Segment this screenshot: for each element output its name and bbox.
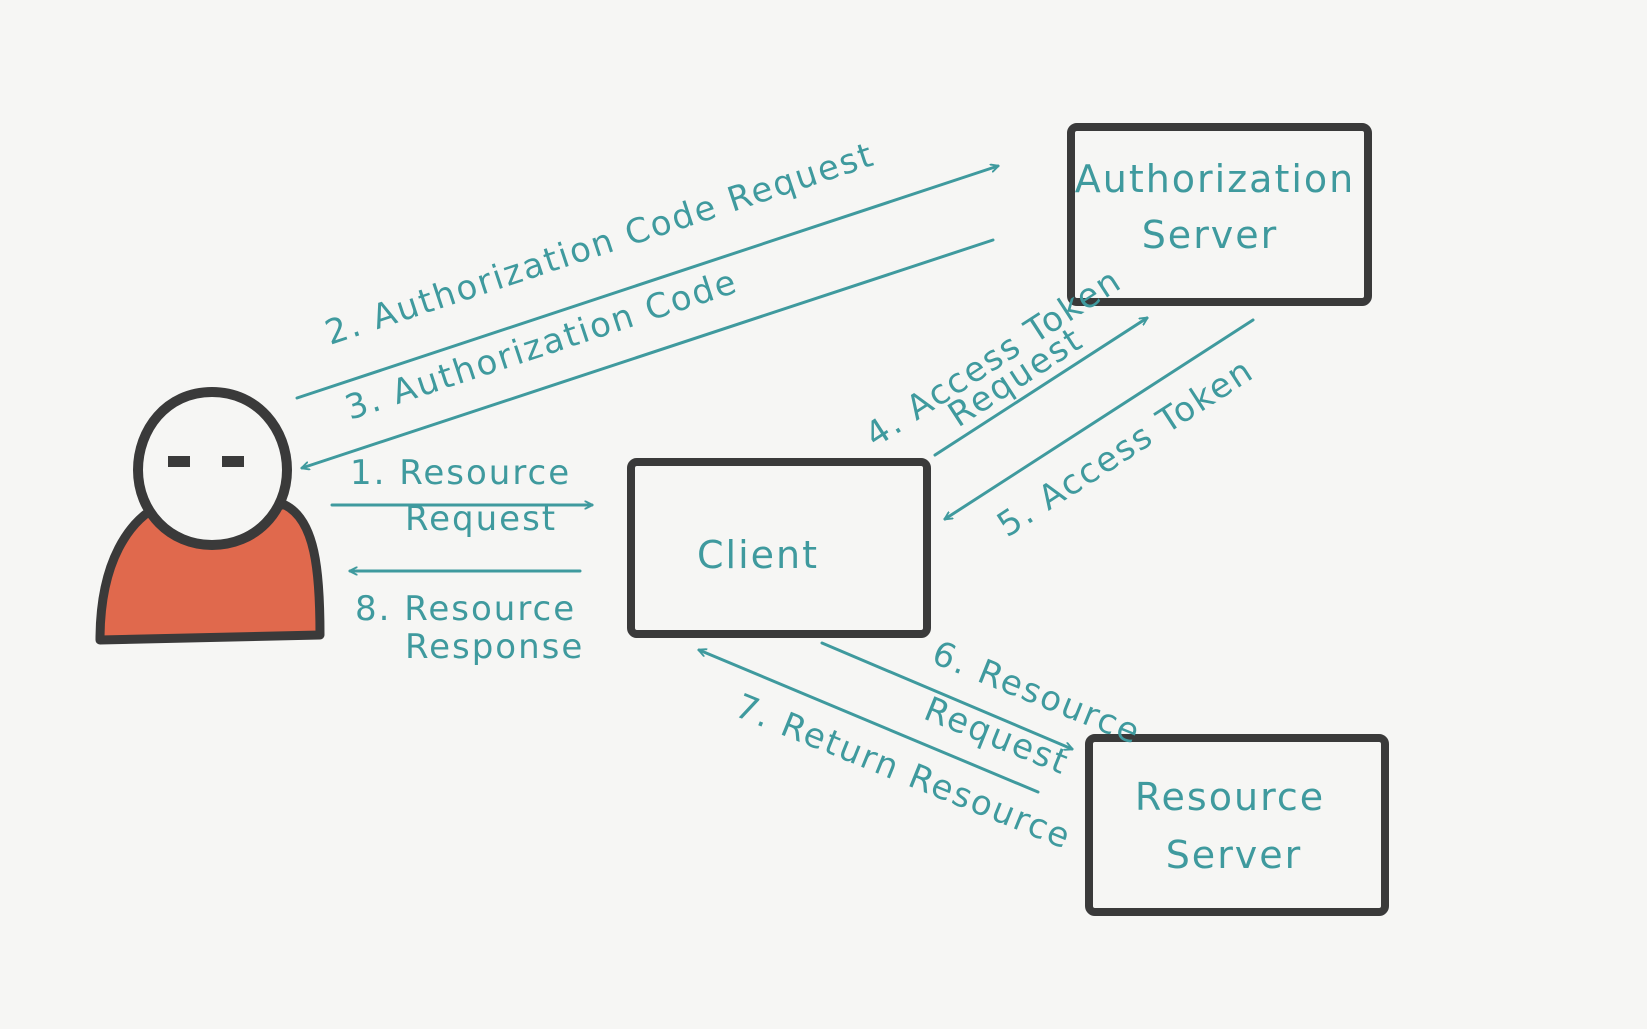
step1-label-line1: 1. Resource xyxy=(350,453,571,493)
resource-owner-figure xyxy=(95,386,325,645)
resource-server-label-line1: Resource xyxy=(1135,775,1325,819)
client-box xyxy=(627,458,931,638)
step6-arrow xyxy=(820,641,1072,749)
step3-label: 3. Authorization Code xyxy=(340,262,743,429)
resource-server-label-line2: Server xyxy=(1166,833,1303,877)
person-eye-right xyxy=(222,456,244,467)
step4-arrow xyxy=(933,316,1147,457)
person-head xyxy=(132,386,293,551)
step5-arrow xyxy=(945,318,1255,521)
step8-label-line2: Response xyxy=(405,627,584,667)
authorization-server-label-line2: Server xyxy=(1142,213,1279,257)
authorization-server-node: Authorization Server xyxy=(1067,123,1372,306)
authorization-server-label-line1: Authorization xyxy=(1075,157,1356,201)
client-node: Client xyxy=(627,458,931,638)
client-label: Client xyxy=(697,533,819,577)
step7-label: 7. Return Resource xyxy=(730,686,1078,858)
step3-arrow xyxy=(302,238,995,468)
step8-label-line1: 8. Resource xyxy=(355,589,576,629)
step7-arrow xyxy=(699,650,1040,794)
resource-server-box xyxy=(1085,734,1389,916)
resource-server-node: Resource Server xyxy=(1085,734,1389,916)
authorization-server-box xyxy=(1067,123,1372,306)
step1-label-line2: Request xyxy=(405,499,557,539)
person-body xyxy=(95,500,325,645)
step2-arrow xyxy=(295,166,998,400)
person-eye-left xyxy=(168,456,190,467)
